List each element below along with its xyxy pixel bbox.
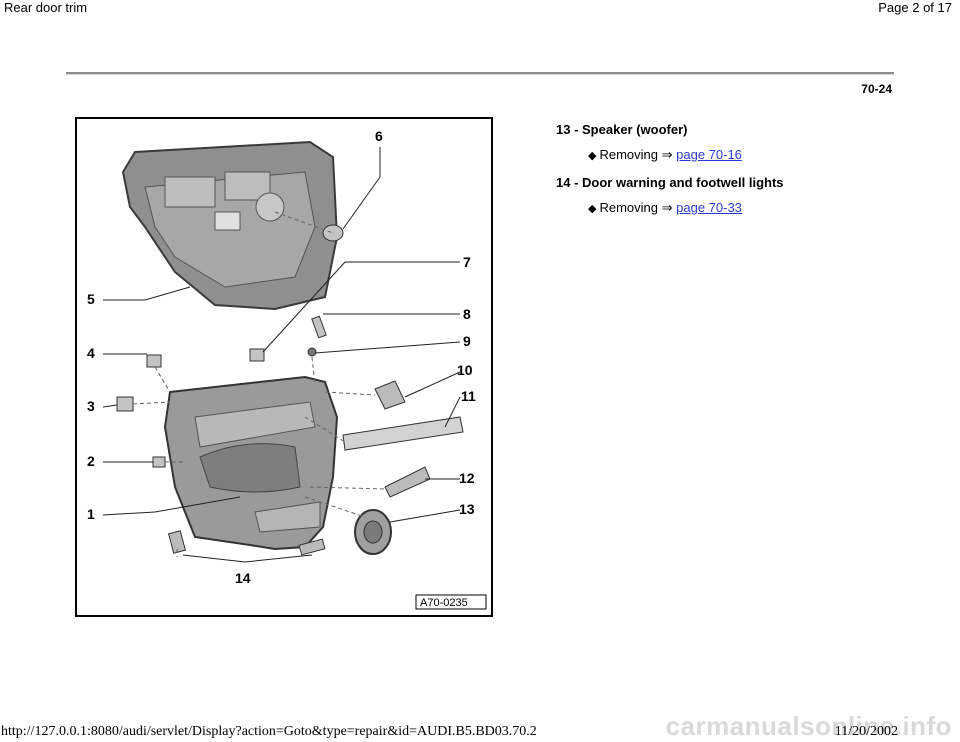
component-list: 13 - Speaker (woofer) ◆Removing ⇒ page 7…: [556, 122, 784, 228]
callout-1: 1: [87, 506, 95, 522]
removing-label: Removing ⇒: [599, 147, 677, 162]
footer-date: 11/20/2002: [834, 724, 898, 739]
callout-8: 8: [463, 306, 471, 322]
document-title: Rear door trim: [4, 0, 88, 15]
callout-6: 6: [375, 128, 383, 144]
diamond-bullet-icon: ◆: [588, 203, 597, 215]
callout-14: 14: [235, 570, 251, 586]
callout-3: 3: [87, 398, 95, 414]
header-rule: [66, 72, 894, 74]
callout-4: 4: [87, 345, 95, 361]
item-14-removing: ◆Removing ⇒ page 70-33: [588, 200, 784, 216]
watermark: carmanualsonline.info: [665, 711, 952, 741]
page-link-70-16[interactable]: page 70-16: [676, 147, 742, 162]
callout-12: 12: [459, 470, 475, 486]
callout-13: 13: [459, 501, 475, 517]
callout-11: 11: [461, 388, 476, 404]
door-trim-exploded-diagram: 1 2 3 4 5 6 7 8 9 10 11 12 13 14 A70-023…: [75, 117, 493, 617]
figure-reference-code: A70-0235: [420, 597, 468, 609]
callout-10: 10: [457, 362, 473, 378]
callout-9: 9: [463, 333, 471, 349]
diamond-bullet-icon: ◆: [588, 150, 597, 162]
page-number: 70-24: [861, 82, 892, 96]
callout-2: 2: [87, 453, 95, 469]
page-link-70-33[interactable]: page 70-33: [676, 200, 742, 215]
removing-label: Removing ⇒: [599, 200, 677, 215]
page-indicator: Page 2 of 17: [878, 0, 952, 15]
footer-url: http://127.0.0.1:8080/audi/servlet/Displ…: [1, 724, 537, 739]
callout-7: 7: [463, 254, 471, 270]
callout-5: 5: [87, 291, 95, 307]
item-14-title: 14 - Door warning and footwell lights: [556, 175, 784, 190]
item-13-removing: ◆Removing ⇒ page 70-16: [588, 147, 784, 163]
item-13-title: 13 - Speaker (woofer): [556, 122, 688, 137]
header-rule-shadow: [66, 74, 894, 75]
